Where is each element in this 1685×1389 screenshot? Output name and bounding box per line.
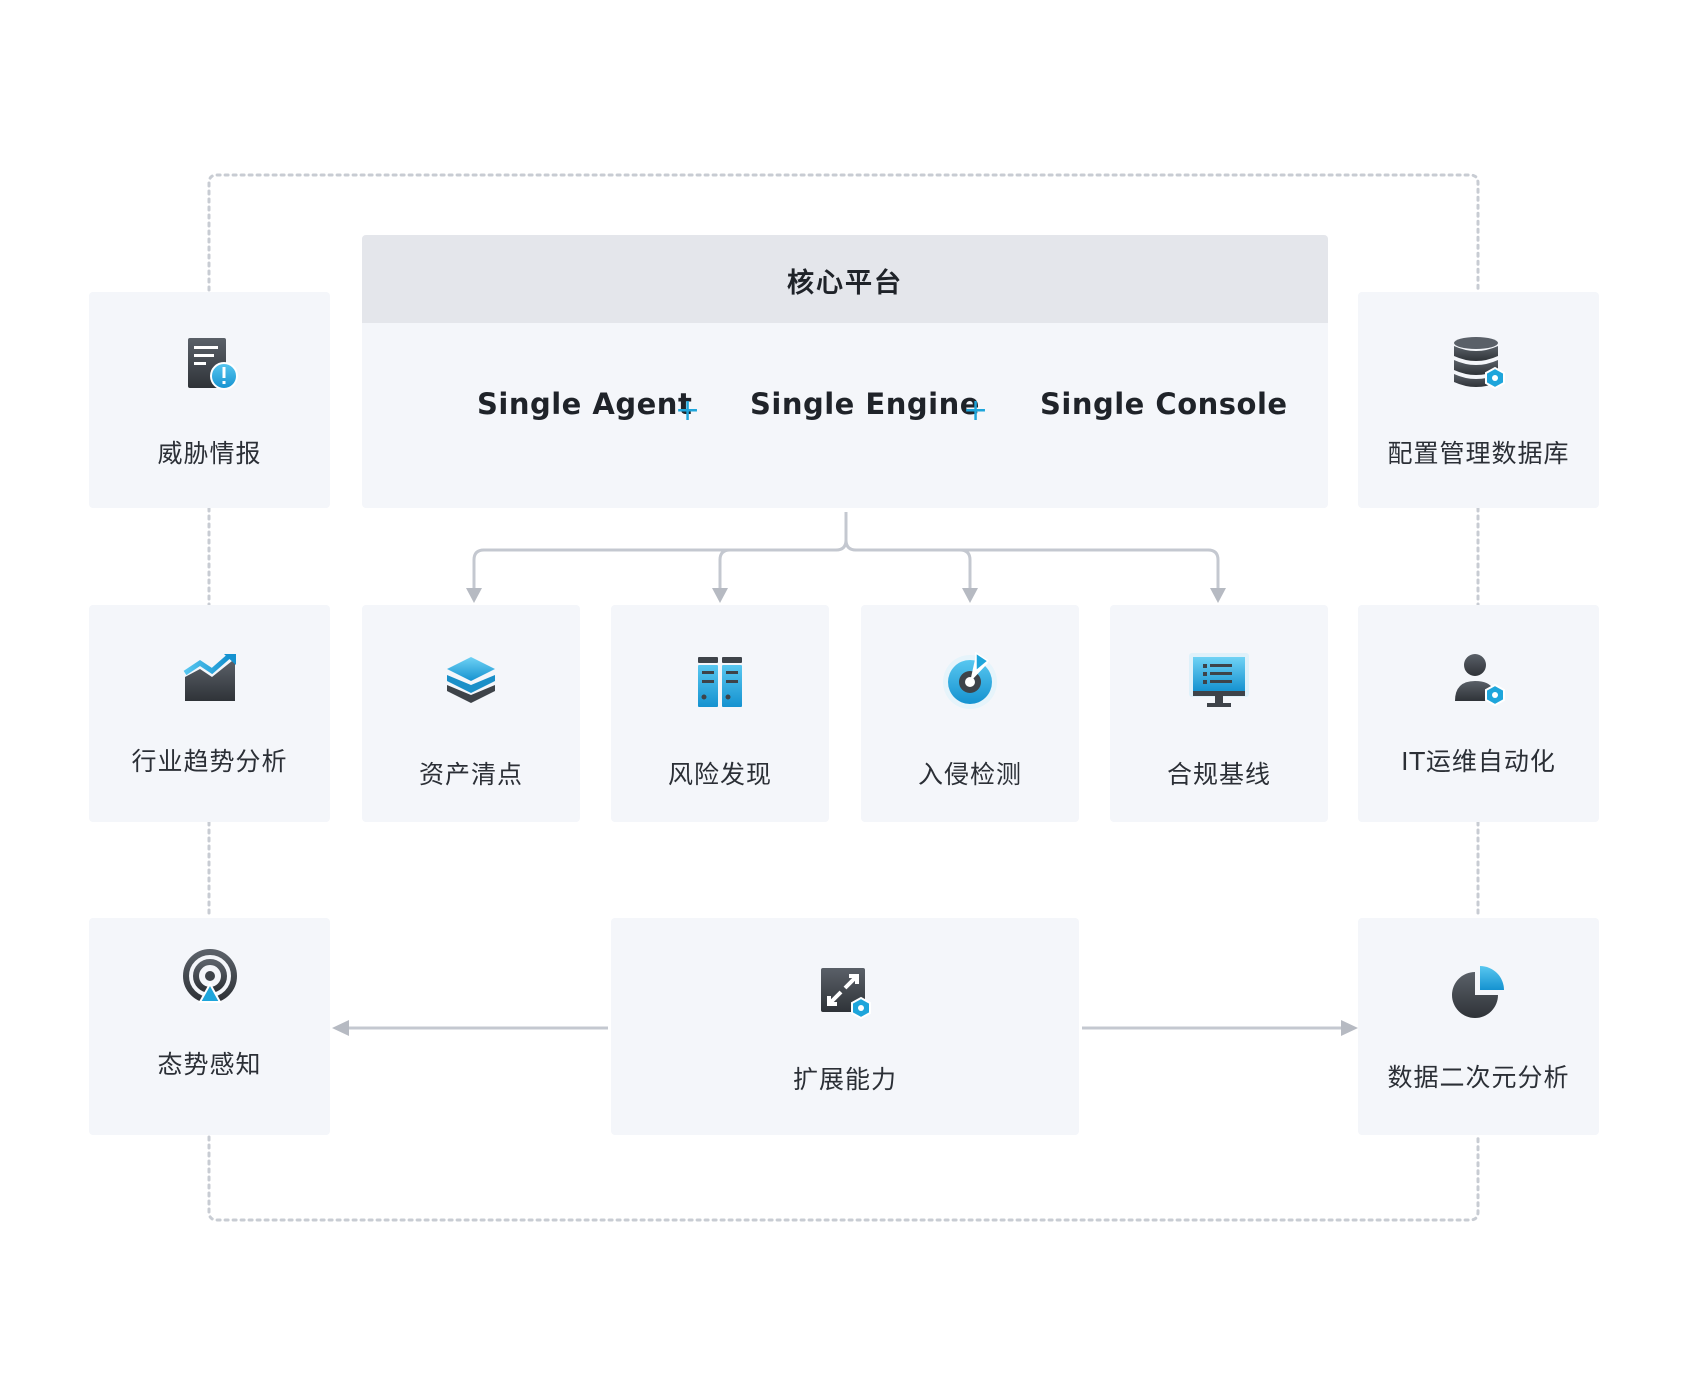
node-industry-trend[interactable]: 行业趋势分析 bbox=[89, 605, 330, 822]
database-icon bbox=[1449, 334, 1509, 394]
node-threat-intel[interactable]: 威胁情报 bbox=[89, 292, 330, 508]
pie-chart-icon bbox=[1449, 962, 1509, 1022]
target-icon bbox=[940, 649, 1000, 709]
layers-icon bbox=[441, 655, 501, 715]
node-label: 扩展能力 bbox=[792, 1065, 897, 1094]
module-intrusion-detection[interactable]: 入侵检测 bbox=[861, 605, 1079, 822]
single-engine-label: Single Engine bbox=[750, 387, 980, 421]
core-branch-lines bbox=[472, 512, 1220, 590]
module-risk-discovery[interactable]: 风险发现 bbox=[611, 605, 829, 822]
node-label: 合规基线 bbox=[1166, 760, 1271, 789]
threat-intel-report-icon bbox=[180, 334, 240, 394]
core-platform-panel: 核心平台 Single Agent + Single Engine + Sing… bbox=[362, 235, 1328, 508]
node-label: 数据二次元分析 bbox=[1387, 1063, 1570, 1092]
radar-signal-icon bbox=[180, 948, 240, 1008]
module-arrow-heads bbox=[466, 588, 1226, 603]
module-asset-inventory[interactable]: 资产清点 bbox=[362, 605, 580, 822]
node-label: IT运维自动化 bbox=[1401, 747, 1556, 776]
node-label: 行业趋势分析 bbox=[131, 747, 288, 776]
module-compliance-baseline[interactable]: 合规基线 bbox=[1110, 605, 1328, 822]
node-it-ops-automation[interactable]: IT运维自动化 bbox=[1358, 605, 1599, 822]
monitor-checklist-icon bbox=[1189, 653, 1249, 713]
core-platform-title: 核心平台 bbox=[787, 268, 903, 299]
user-automation-icon bbox=[1449, 651, 1509, 711]
node-label: 配置管理数据库 bbox=[1387, 439, 1570, 468]
node-situation-awareness[interactable]: 态势感知 bbox=[89, 918, 330, 1135]
node-label: 入侵检测 bbox=[917, 760, 1022, 789]
node-data-analysis[interactable]: 数据二次元分析 bbox=[1358, 918, 1599, 1135]
node-cmdb[interactable]: 配置管理数据库 bbox=[1358, 292, 1599, 508]
plus-sign: + bbox=[675, 393, 701, 428]
plus-sign: + bbox=[963, 393, 989, 428]
expand-arrows-icon bbox=[815, 962, 875, 1022]
node-label: 风险发现 bbox=[667, 760, 772, 789]
core-platform-header bbox=[362, 235, 1328, 323]
node-label: 威胁情报 bbox=[157, 439, 262, 468]
node-extension-capability[interactable]: 扩展能力 bbox=[611, 918, 1079, 1135]
node-label: 态势感知 bbox=[157, 1050, 262, 1079]
single-agent-label: Single Agent bbox=[477, 387, 693, 421]
node-label: 资产清点 bbox=[418, 760, 523, 789]
single-console-label: Single Console bbox=[1040, 387, 1288, 421]
server-cabinet-icon bbox=[690, 655, 750, 715]
trend-chart-icon bbox=[180, 651, 240, 711]
